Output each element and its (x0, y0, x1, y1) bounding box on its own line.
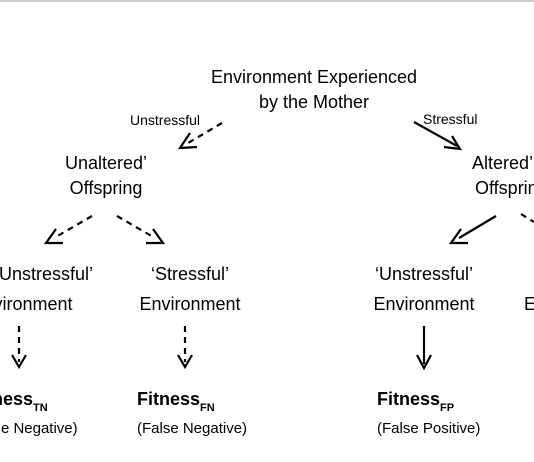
root-line-2: by the Mother (259, 92, 369, 112)
environment-unstressful-right-line-2: Environment (373, 294, 474, 314)
root-line-1: Environment Experienced (211, 67, 417, 87)
arrow-root-to-altered (413, 121, 458, 147)
fitness-tn-note: (True Negative) (0, 420, 78, 437)
edge-label-unstressful: Unstressful (130, 112, 200, 128)
arrow-unaltered-to-stressful (116, 215, 156, 239)
edge-label-stressful: Stressful (423, 111, 477, 127)
environment-unstressful-left-line-2: Environment (0, 294, 73, 314)
arrow-altered-to-stressful (520, 213, 534, 223)
arrowhead-unaltered-to-unstressful (43, 228, 63, 245)
fitness-fp-subscript: FP (440, 402, 454, 414)
arrow-altered-to-unstressful (458, 215, 497, 239)
altered-offspring-line-2: Offspring (475, 178, 534, 198)
fitness-fn-word: Fitness (137, 389, 200, 409)
environment-unstressful-left-line-1: ‘Unstressful’ (0, 264, 93, 284)
arrowhead-root-to-unaltered (177, 132, 198, 150)
fitness-tn-subscript: TN (33, 402, 48, 414)
arrowhead-root-to-altered (443, 135, 463, 151)
fitness-fn-note: (False Negative) (137, 420, 247, 437)
arrowhead-to-fitness-fp (416, 354, 432, 371)
fitness-fn-label: FitnessFN (137, 389, 215, 414)
arrowhead-unaltered-to-stressful (146, 228, 166, 245)
fitness-fp-label: FitnessFP (377, 389, 454, 414)
fitness-fp-note: (False Positive) (377, 420, 480, 437)
environment-stressful-right-line-2: Environment (524, 294, 534, 314)
arrow-unaltered-to-unstressful (53, 215, 93, 239)
environment-stressful-left-line-2: Environment (139, 294, 240, 314)
environment-unstressful-right-line-1: ‘Unstressful’ (375, 264, 473, 284)
arrowhead-to-fitness-tn (11, 354, 27, 370)
arrowhead-altered-to-unstressful (448, 228, 468, 245)
arrowhead-to-fitness-fn (177, 354, 193, 370)
unaltered-offspring-line-1: Unaltered’ (65, 153, 147, 173)
unaltered-offspring-line-2: Offspring (70, 178, 143, 198)
environment-stressful-left-line-1: ‘Stressful’ (151, 264, 229, 284)
fitness-fn-subscript: FN (200, 402, 215, 414)
fitness-tn-word: Fitness (0, 389, 33, 409)
altered-offspring-line-1: Altered’ (472, 153, 533, 173)
fitness-tn-label: FitnessTN (0, 389, 48, 414)
fitness-fp-word: Fitness (377, 389, 440, 409)
